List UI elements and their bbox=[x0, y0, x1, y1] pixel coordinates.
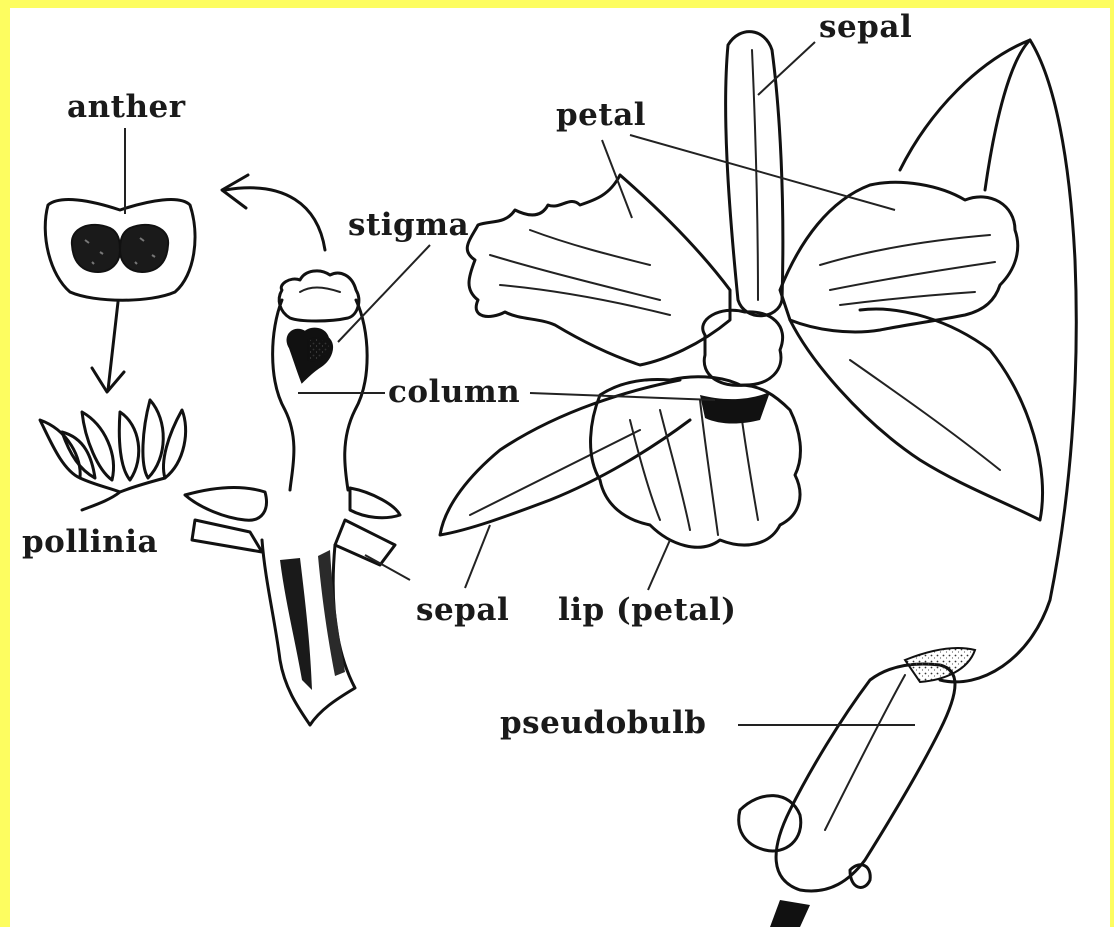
anther-shape bbox=[45, 200, 195, 301]
label-anther: anther bbox=[67, 92, 186, 123]
label-sepal-upper: sepal bbox=[819, 12, 912, 43]
curved-arrow-icon bbox=[222, 175, 325, 250]
pollinia-shape bbox=[40, 400, 186, 510]
column-shape bbox=[185, 271, 400, 725]
label-lip-petal: lip (petal) bbox=[558, 595, 736, 626]
label-sepal-lower: sepal bbox=[416, 595, 509, 626]
label-petal: petal bbox=[556, 100, 646, 131]
orchid-flower bbox=[440, 32, 1076, 927]
label-stigma: stigma bbox=[348, 210, 469, 241]
label-pseudobulb: pseudobulb bbox=[500, 708, 706, 739]
arrow-down-icon bbox=[92, 302, 124, 392]
label-column: column bbox=[388, 377, 520, 408]
label-pollinia: pollinia bbox=[22, 527, 158, 558]
